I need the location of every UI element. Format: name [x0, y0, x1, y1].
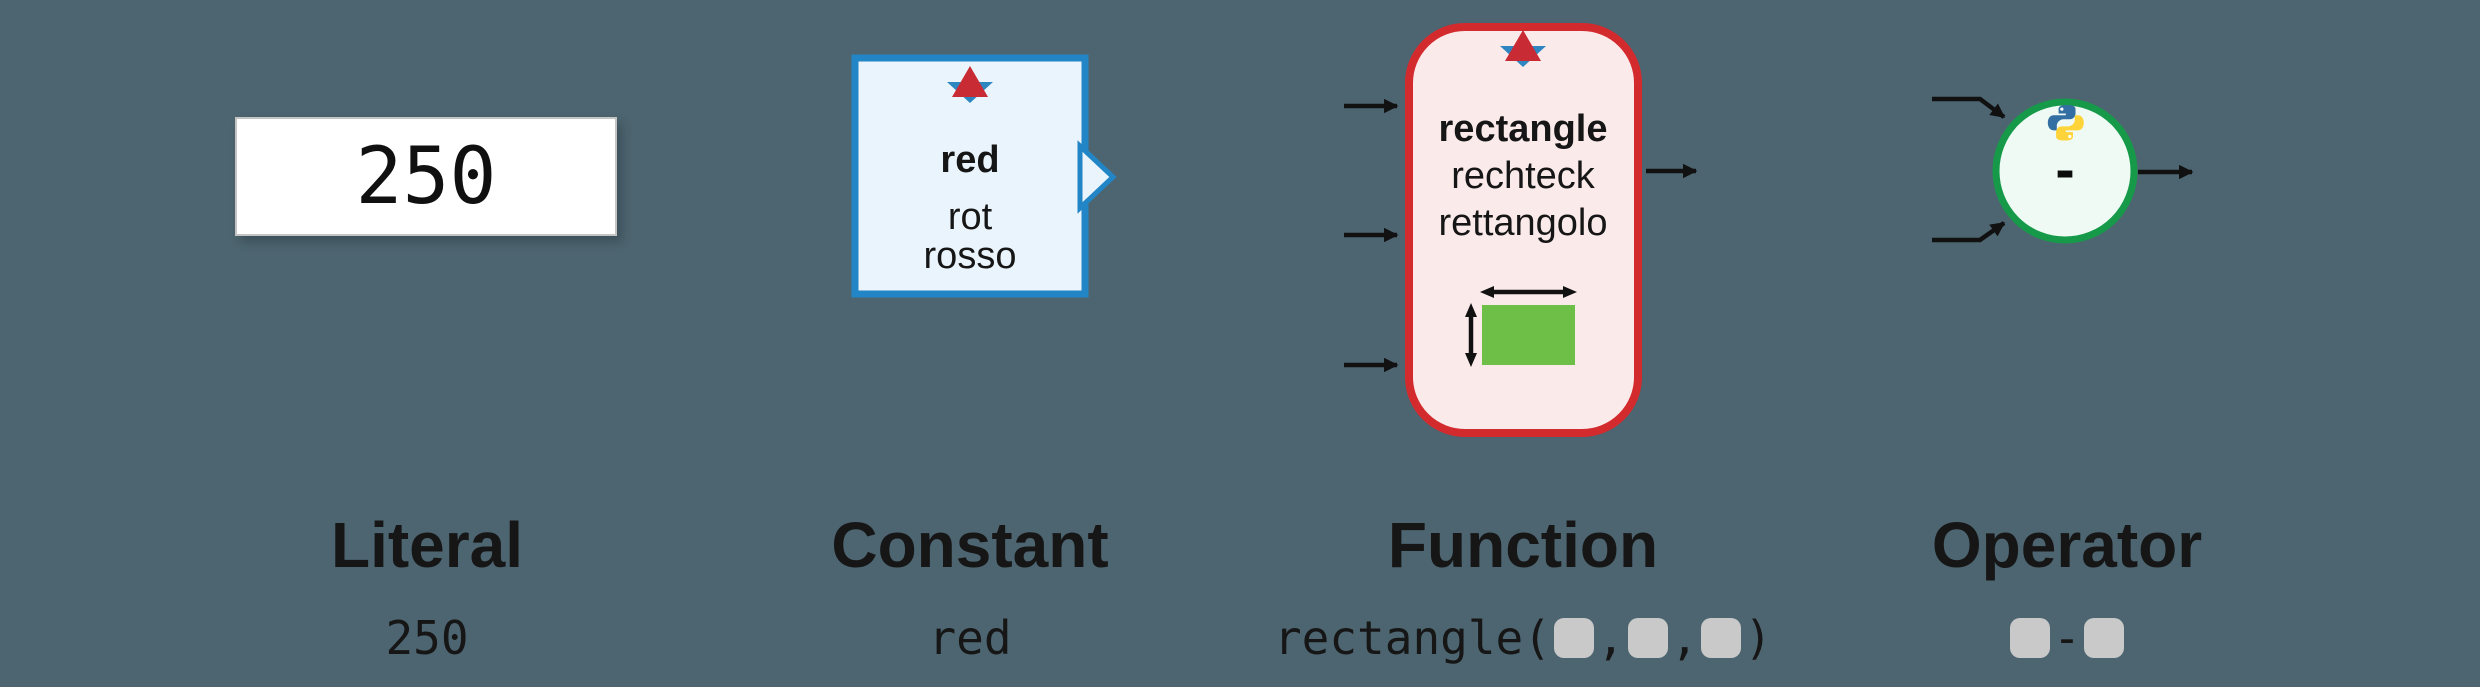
function-box — [1405, 23, 1642, 437]
function-code-prefix: rectangle( — [1273, 611, 1551, 665]
constant-code: red — [690, 610, 1250, 666]
function-name-en: rectangle — [1439, 108, 1608, 150]
double-arrow-horizontal-icon — [1480, 286, 1577, 298]
value-placeholder — [1627, 618, 1668, 658]
literal-title: Literal — [330, 509, 524, 581]
constant-title: Constant — [831, 509, 1109, 581]
value-placeholder — [1553, 618, 1594, 658]
constant-block: red rot rosso — [851, 54, 1117, 298]
operator-title: Operator — [1931, 509, 2203, 581]
python-icon — [2047, 105, 2084, 141]
input-arrow-1 — [1932, 96, 2006, 119]
rectangle-illustration — [1482, 305, 1575, 365]
function-name-de: rechteck — [1451, 155, 1596, 197]
boat-icon — [1500, 30, 1546, 67]
boat-sail — [1505, 30, 1541, 61]
operator-block: - — [1932, 96, 2194, 244]
constant-name-it: rosso — [924, 235, 1017, 277]
double-arrow-vertical-icon — [1465, 303, 1477, 367]
constant-name-de: rot — [948, 196, 993, 238]
operator-code-symbol: - — [2053, 611, 2081, 665]
boat-icon — [947, 66, 993, 103]
literal-code-text: 250 — [385, 611, 469, 665]
function-code: rectangle(,,) — [1243, 610, 1803, 666]
input-arrow-2 — [1932, 221, 2006, 243]
literal-box: 250 — [235, 117, 617, 236]
value-placeholder — [1701, 618, 1742, 658]
function-code-suffix: ) — [1744, 611, 1773, 665]
operator-symbol: - — [2055, 137, 2074, 202]
operator-circle — [1992, 98, 2138, 244]
function-name-it: rettangolo — [1438, 202, 1607, 244]
function-block: rectangle rechteck rettangolo — [1344, 23, 1698, 437]
function-code-comma: , — [1596, 611, 1625, 665]
function-title: Function — [1387, 509, 1659, 581]
constant-code-text: red — [928, 611, 1012, 665]
constant-name-en: red — [940, 139, 999, 181]
output-tab-icon — [1077, 140, 1117, 214]
value-placeholder — [2083, 618, 2124, 658]
function-code-comma: , — [1670, 611, 1699, 665]
literal-code: 250 — [147, 610, 707, 666]
boat-sail — [952, 66, 988, 97]
value-placeholder — [2010, 618, 2051, 658]
literal-value: 250 — [355, 131, 497, 222]
operator-code: - — [1787, 610, 2347, 666]
